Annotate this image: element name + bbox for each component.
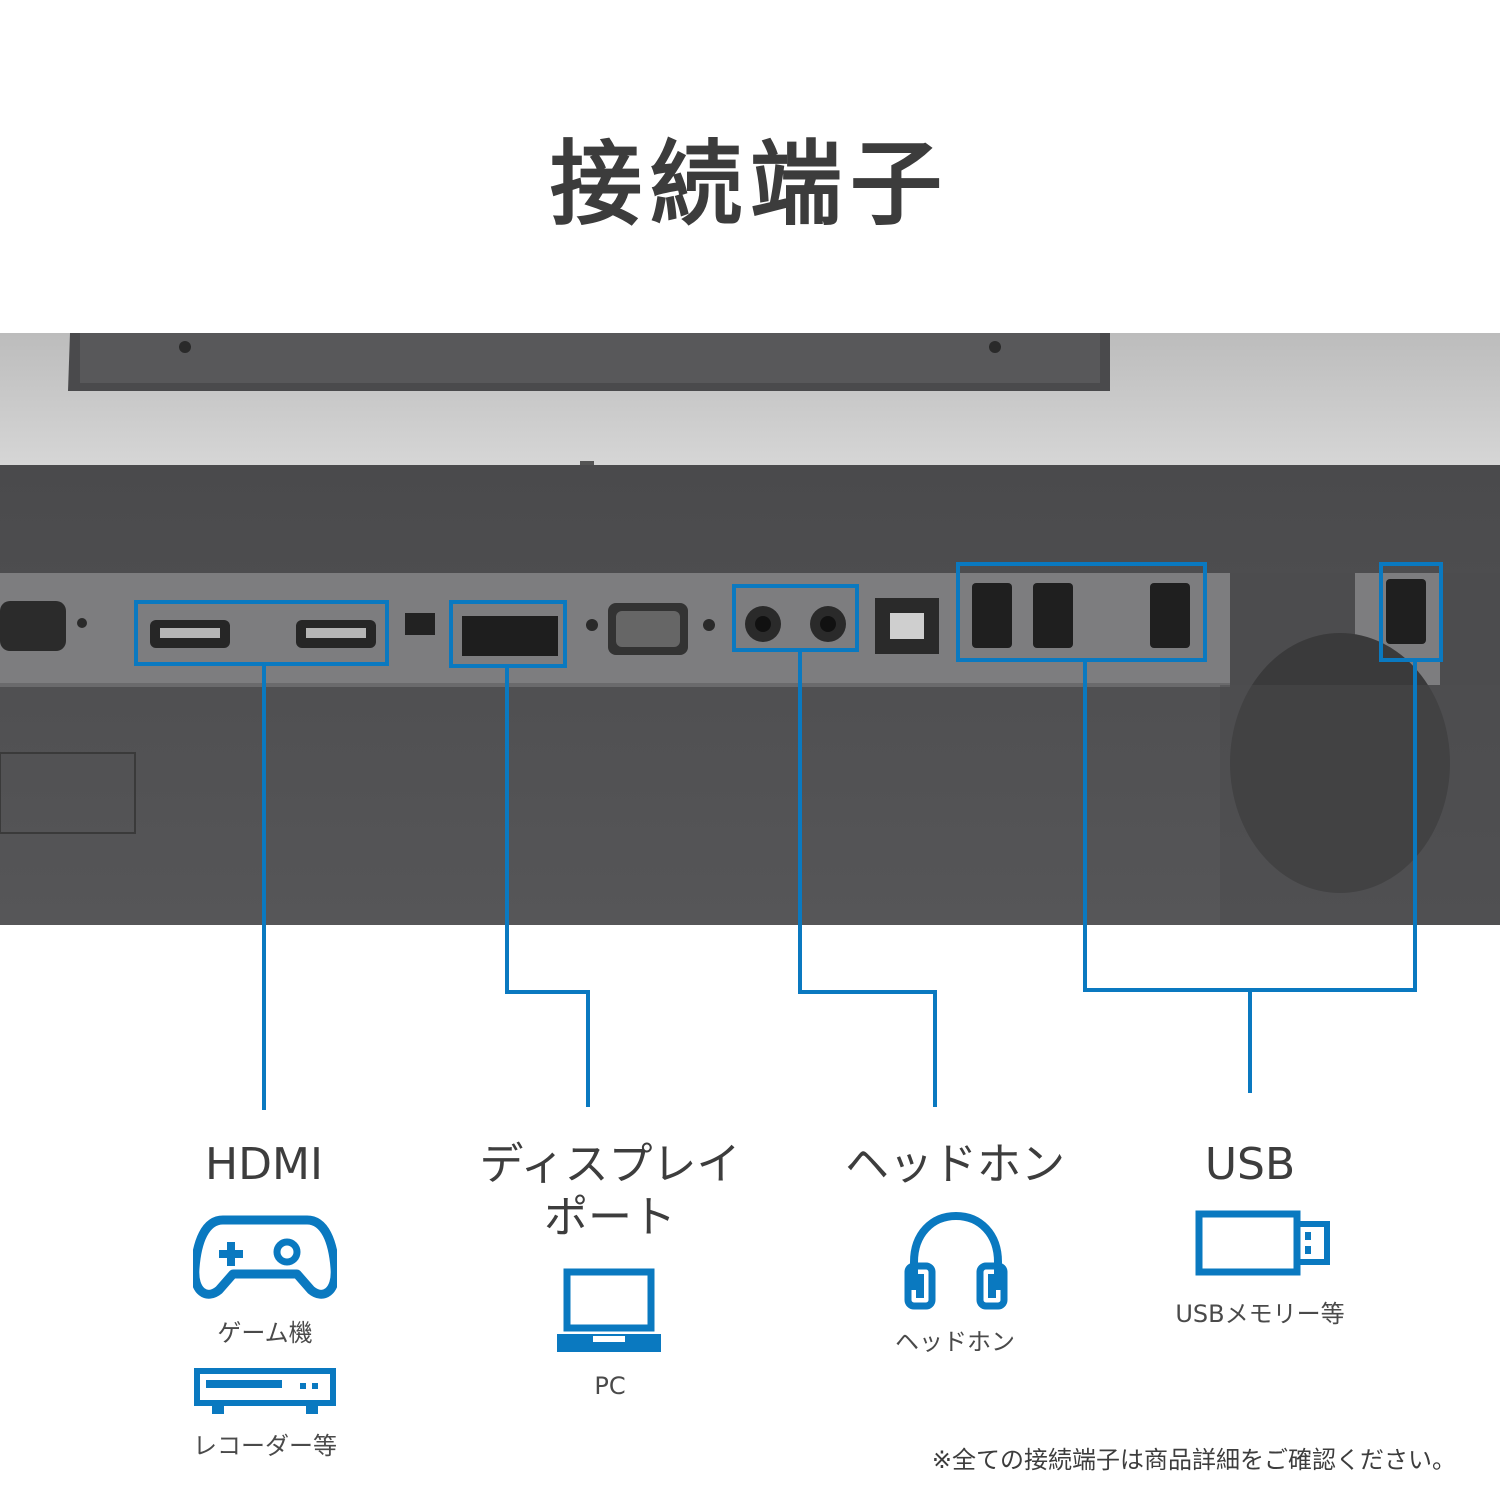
footnote: ※全ての接続端子は商品詳細をご確認ください。 (931, 1446, 1456, 1474)
gamepad-caption: ゲーム機 (217, 1319, 313, 1347)
displayport-highlight (449, 600, 567, 668)
headphone-label: ヘッドホン (845, 1139, 1065, 1190)
usb-side-highlight (1379, 562, 1443, 662)
page-title: 接続端子 (549, 131, 950, 238)
laptop-icon (557, 1268, 661, 1352)
usb-stick-caption: USBメモリー等 (1175, 1300, 1345, 1328)
headphones-icon (904, 1211, 1008, 1310)
displayport-line (505, 666, 590, 1107)
headphone-line (798, 650, 937, 1107)
usb-label: USB (1204, 1139, 1296, 1190)
hdmi-highlight (134, 600, 389, 666)
recorder-icon (194, 1368, 336, 1414)
gamepad-icon (193, 1215, 337, 1299)
headphone-highlight (732, 584, 859, 652)
usb-line-left (1083, 660, 1417, 992)
monitor-port-panel-photo (0, 333, 1500, 925)
headphones-caption: ヘッドホン (895, 1328, 1015, 1356)
recorder-caption: レコーダー等 (193, 1432, 337, 1460)
displayport-label-line2: ポート (544, 1192, 676, 1243)
usb-stick-icon (1195, 1210, 1330, 1276)
usb-highlight (956, 562, 1207, 662)
hdmi-label: HDMI (205, 1139, 323, 1190)
laptop-caption: PC (594, 1372, 626, 1400)
displayport-label-line1: ディスプレイ (479, 1139, 741, 1190)
